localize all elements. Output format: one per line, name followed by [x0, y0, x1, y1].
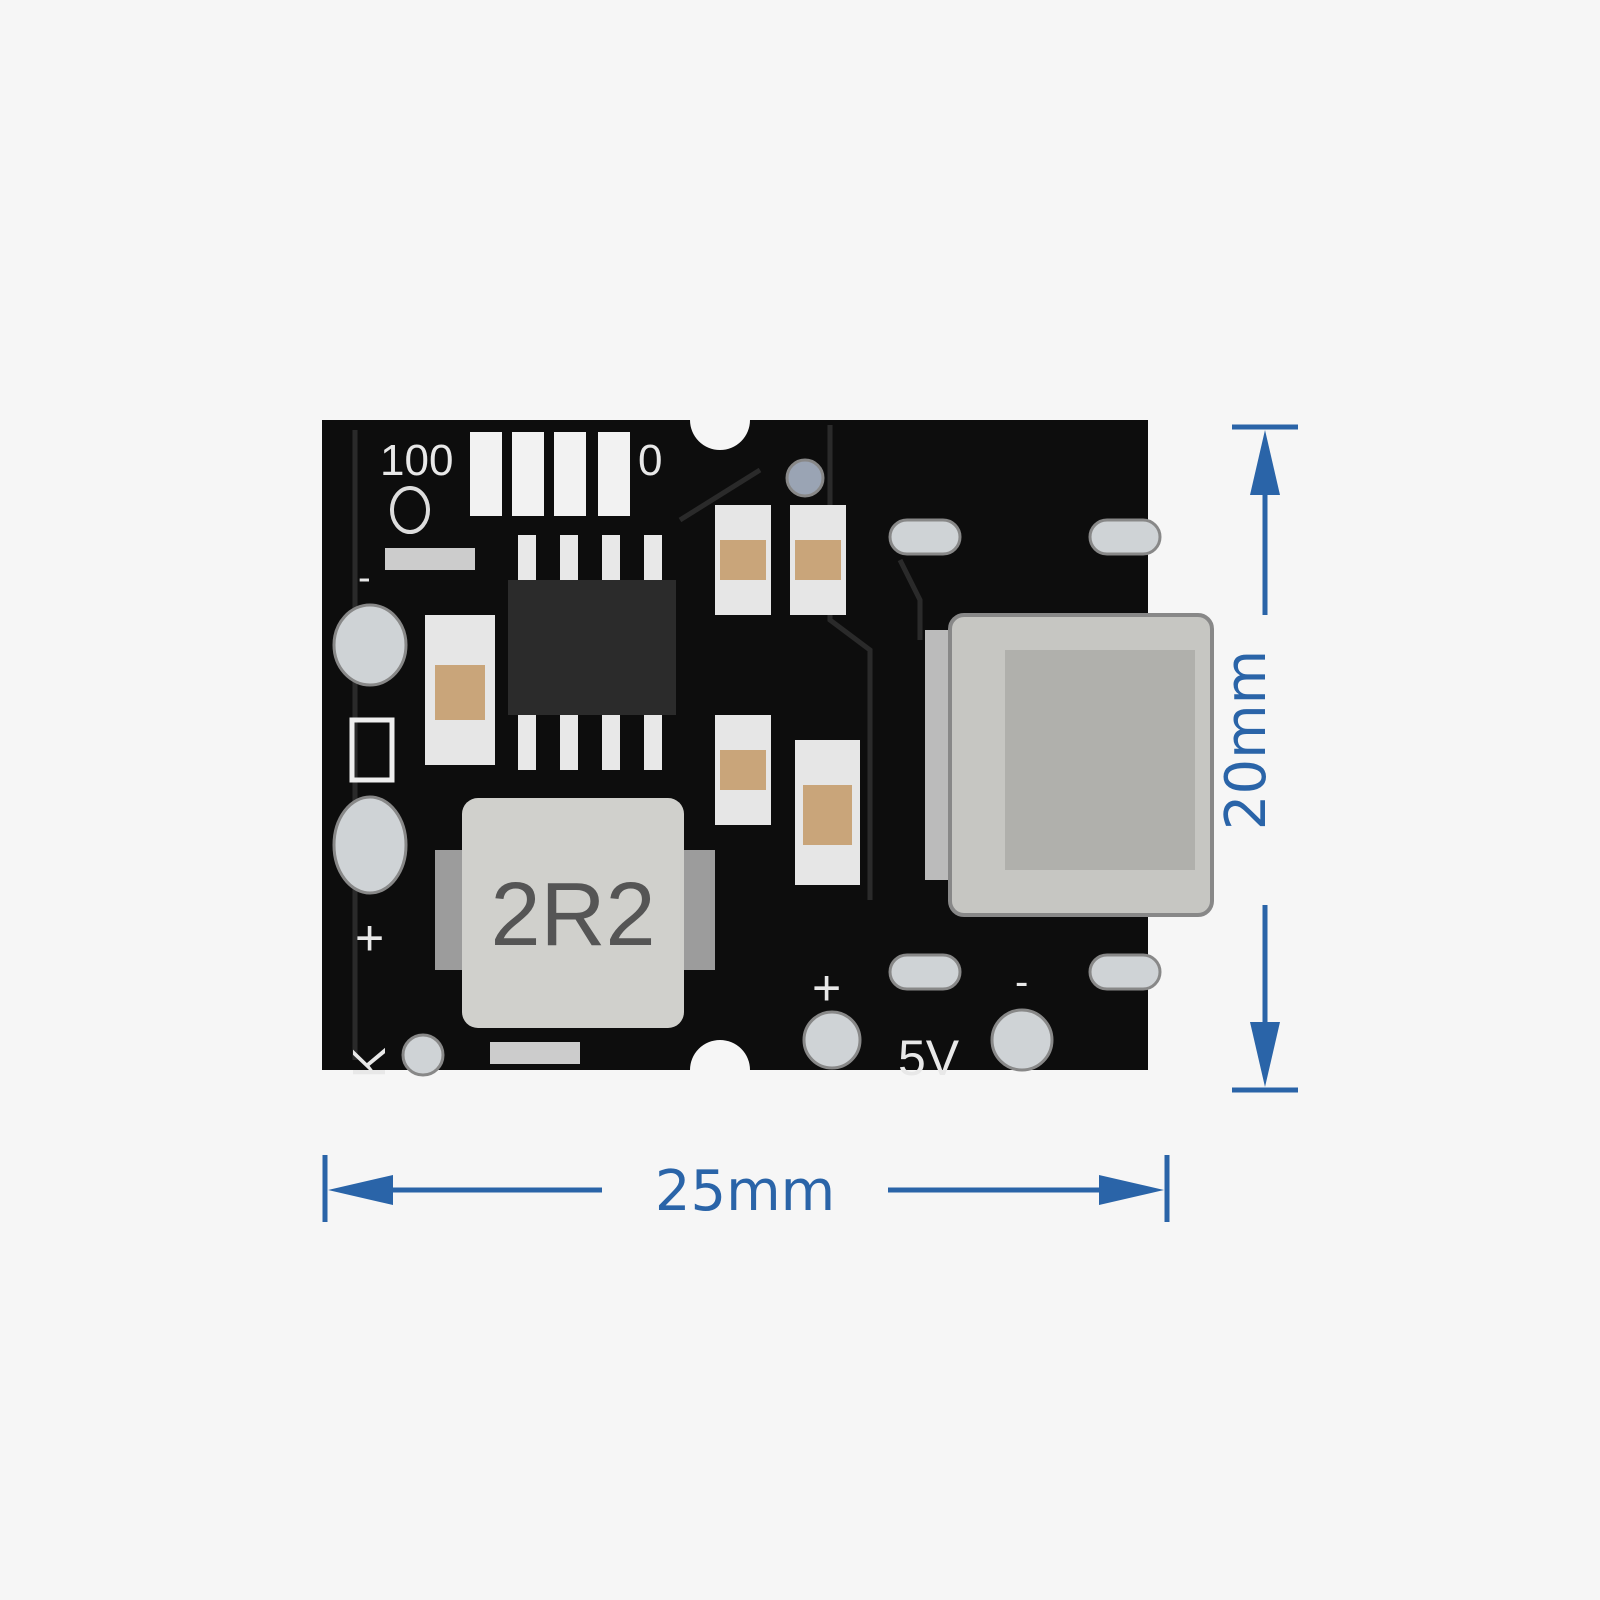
- silk-top-left: 100: [380, 436, 453, 485]
- silk-plus-out: +: [812, 960, 841, 1016]
- led-outline: [390, 486, 430, 534]
- resistor-array: [470, 432, 630, 516]
- capacitors: [425, 505, 860, 885]
- silk-top-right: 0: [638, 436, 662, 485]
- ic-chip: [508, 535, 676, 770]
- inductor: 2R2: [435, 798, 715, 1028]
- silk-box: [349, 717, 395, 783]
- silk-5v: 5V: [898, 1030, 960, 1086]
- height-dimension: [1232, 424, 1298, 1093]
- smd-resistor-bottom: [490, 1042, 580, 1064]
- usb-c-connector: [925, 613, 1214, 917]
- height-label: 20mm: [1214, 650, 1279, 830]
- silk-plus-left: +: [355, 910, 384, 966]
- silk-minus-left: -: [358, 557, 371, 599]
- width-label: 25mm: [655, 1159, 835, 1224]
- silk-minus-out: -: [1015, 960, 1028, 1004]
- width-dimension: [322, 1155, 1170, 1222]
- inductor-label: 2R2: [490, 865, 655, 965]
- smd-resistor: [385, 548, 475, 570]
- silk-k: K: [343, 1047, 395, 1078]
- solder-pads: [332, 458, 1162, 1077]
